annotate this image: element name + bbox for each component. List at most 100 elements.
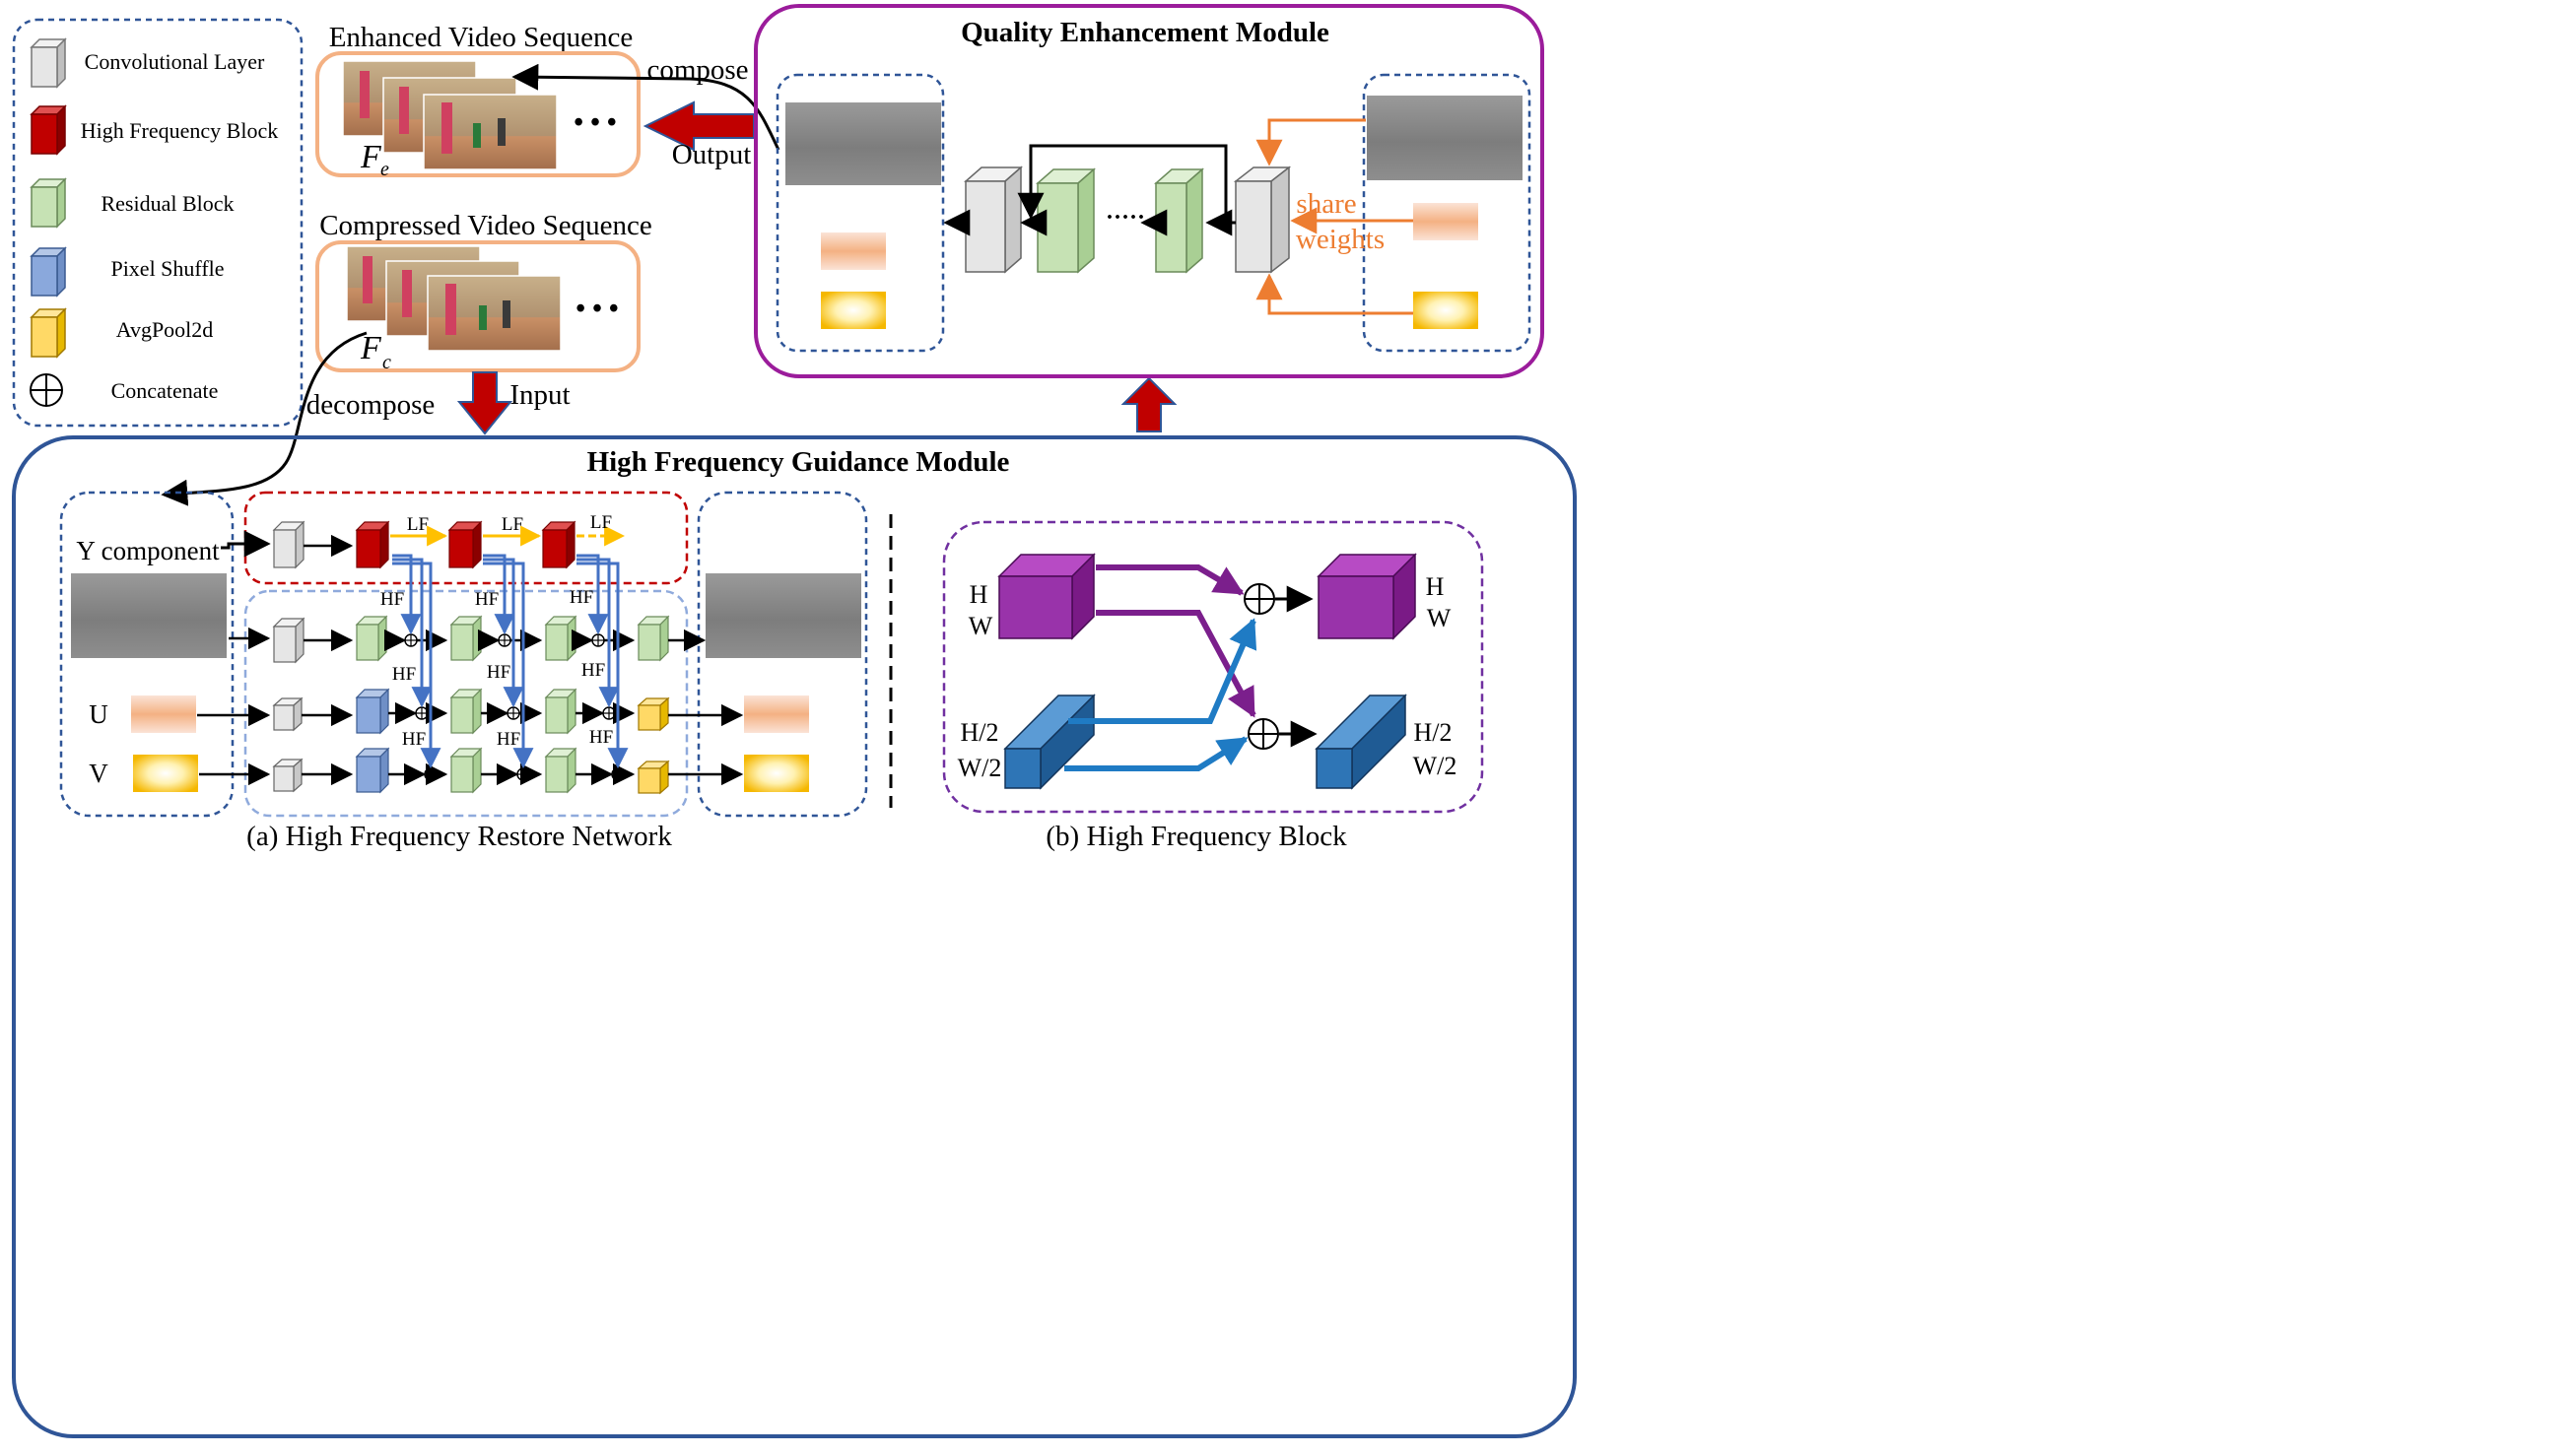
row-y-concat-3 [591, 633, 605, 647]
row-v-res-1 [449, 747, 483, 794]
qem-input-v [1413, 292, 1478, 329]
quality-enhancement-module: Quality Enhancement Module [754, 4, 1544, 378]
hf-detail-blue-output-cube [1315, 694, 1407, 790]
row-u-concat-3 [602, 706, 616, 720]
row-v-pixel-shuffle [355, 747, 390, 794]
qem-output-u [821, 232, 886, 270]
qem-input-u [1413, 203, 1478, 240]
hf-detail-concat-bottom [1248, 718, 1279, 750]
row-y-res-2 [449, 615, 483, 662]
row-u-avgpool [637, 696, 670, 732]
qem-conv-layer-out [964, 165, 1023, 274]
legend-label-hf-block: High Frequency Block [81, 118, 278, 143]
input-arrow [456, 371, 513, 435]
hf-detail-left-w: W [969, 612, 993, 640]
row-y-conv-cube [272, 617, 305, 664]
hf-detail-left-h: H [970, 580, 988, 609]
lf-label-3: LF [590, 512, 612, 533]
hfgm-output-v [744, 755, 809, 792]
qem-orange-arrow-v [1255, 273, 1413, 315]
legend-label-pixel-shuffle: Pixel Shuffle [110, 256, 224, 281]
hfgm-border [12, 435, 1577, 1438]
v-label: V [89, 759, 108, 788]
hfgm-input-y-frame [71, 573, 227, 658]
u-label: U [89, 699, 108, 729]
row-v-concat-1 [424, 767, 438, 781]
hf-detail-blue-arrow-right [1064, 736, 1249, 771]
y-component-label: Y component [76, 536, 220, 565]
row-v-avgpool [637, 760, 670, 795]
legend-label-avgpool: AvgPool2d [116, 317, 214, 342]
hf-detail-purple-arrow-down [1096, 610, 1256, 718]
y-to-hf-conv-arrow [221, 530, 271, 558]
qem-orange-arrow-y [1255, 118, 1366, 166]
decompose-arrow [161, 331, 368, 506]
hf-label-v-1: HF [402, 729, 426, 750]
hf-arrows-block-3 [576, 554, 629, 769]
enhanced-symbol: F [360, 139, 382, 175]
row-u-concat-1 [415, 706, 429, 720]
compressed-ellipsis: • • • [576, 294, 618, 324]
row-u-res-1 [449, 688, 483, 735]
qem-input-y-frame [1367, 96, 1523, 180]
hfgm-to-qem-arrow [1120, 376, 1178, 432]
hf-detail-purple-input-cube [997, 553, 1096, 640]
enhanced-box [315, 51, 641, 177]
compressed-subscript: c [382, 352, 391, 373]
hfgm-input-v [133, 755, 198, 792]
hf-detail-right-h2: H/2 [1414, 718, 1453, 747]
hf-detail-right-h: H [1426, 572, 1445, 601]
legend-label-residual: Residual Block [101, 191, 234, 216]
qem-residual-block-1 [1036, 167, 1096, 274]
hf-detail-blue-arrow-up [1068, 618, 1257, 724]
hf-block-3 [541, 520, 576, 569]
avgpool-cube-icon [30, 307, 67, 359]
enhanced-video-sequence: Enhanced Video Sequence • • • F e [315, 22, 641, 180]
hfgm-input-u [131, 695, 196, 733]
lf-label-1: LF [407, 514, 429, 535]
hf-top-conv-cube [272, 520, 305, 569]
hf-arrows-block-1 [392, 554, 441, 769]
hf-label-u-3: HF [581, 660, 605, 681]
row-y-concat-2 [498, 633, 511, 647]
row-y-res-3 [544, 615, 577, 662]
hf-label-y-2: HF [475, 589, 499, 610]
row-v-conv-cube [272, 758, 304, 793]
compose-label: compose [646, 54, 748, 86]
hf-detail-blue-input-cube [1003, 694, 1096, 790]
hf-label-v-3: HF [589, 727, 613, 748]
hf-label-u-2: HF [487, 662, 510, 683]
hf-label-u-1: HF [392, 664, 416, 685]
hf-detail-right-w: W [1427, 604, 1452, 632]
caption-b: (b) High Frequency Block [1046, 821, 1347, 852]
row-v-res-2 [544, 747, 577, 794]
qem-conv-layer-in [1233, 165, 1292, 274]
hf-block-1 [355, 520, 390, 569]
qem-output-v [821, 292, 886, 329]
caption-a: (a) High Frequency Restore Network [246, 821, 672, 852]
hf-block-cube-icon [30, 104, 67, 156]
row-y-res-4 [637, 615, 670, 662]
enhanced-frames [342, 60, 558, 170]
hfgm-input-panel [59, 491, 235, 818]
hf-block-2 [447, 520, 483, 569]
enhanced-ellipsis: • • • [574, 107, 616, 138]
qem-input-panel [1362, 73, 1531, 353]
compose-arrow [511, 63, 780, 151]
hf-detail-right-w2: W/2 [1413, 752, 1457, 780]
hfgm-title: High Frequency Guidance Module [587, 446, 1010, 478]
compressed-title: Compressed Video Sequence [319, 210, 652, 241]
hfgm-output-y-frame [706, 573, 861, 658]
qem-skip-connection [1017, 144, 1228, 223]
qem-weights-label: weights [1296, 224, 1385, 255]
hf-restore-panel [243, 589, 689, 818]
qem-residual-block-2 [1154, 167, 1204, 274]
qem-output-y-frame [785, 102, 941, 185]
qem-dots: ····· [1106, 205, 1145, 231]
enhanced-title: Enhanced Video Sequence [329, 22, 634, 53]
hf-detail-left-h2: H/2 [961, 718, 999, 747]
hf-detail-purple-output-cube [1317, 553, 1417, 640]
qem-output-panel [776, 73, 945, 353]
concat-circle-plus-icon [30, 373, 63, 407]
legend-border [12, 18, 304, 428]
